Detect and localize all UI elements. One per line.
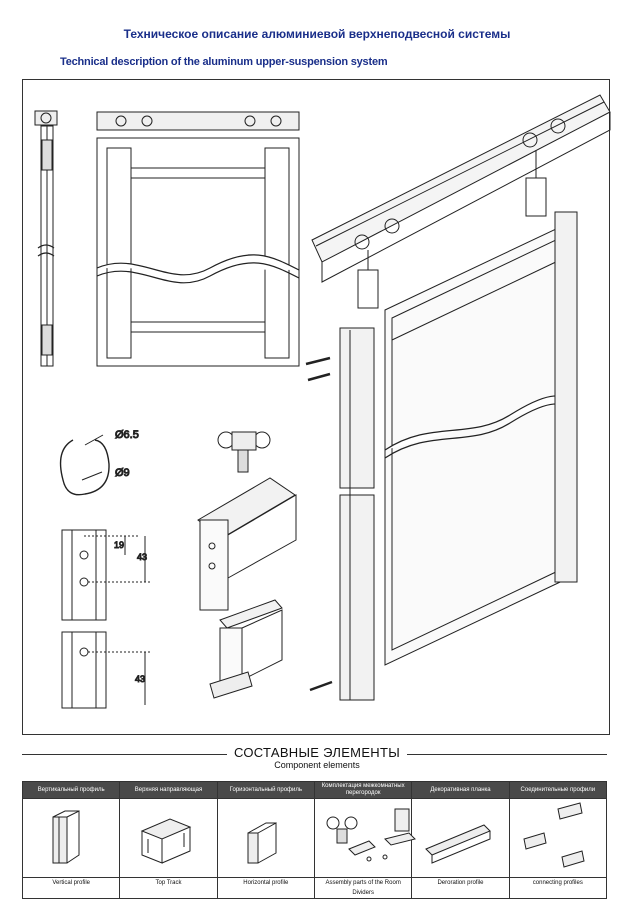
component-header-3: Комплектация межкомнатных перегородок — [313, 781, 413, 799]
components-title-ru: СОСТАВНЫЕ ЭЛЕМЕНТЫ — [233, 745, 401, 760]
horizontal-profile-detail — [209, 599, 283, 699]
component-image-horizontal-profile — [216, 798, 315, 878]
technical-drawing-frame — [22, 79, 610, 735]
page-title-ru: Техническое описание алюминиевой верхнеп… — [123, 27, 511, 41]
top-track-icon — [141, 818, 192, 864]
components-table: Вертикальный профиль Верхняя направляюща… — [21, 781, 608, 899]
dim-spacing-43-b: 43 — [135, 674, 145, 684]
horizontal-profile-icon — [247, 822, 277, 864]
technical-drawing: Ø6.5 Ø9 19 43 43 — [34, 94, 611, 709]
component-header-5: Соединительные профили — [508, 781, 608, 799]
component-image-assembly-parts — [313, 798, 416, 878]
assembly-parts-icon — [326, 808, 416, 862]
component-header-4: Декоративная планка — [411, 781, 510, 799]
dim-spacing-19: 19 — [114, 540, 124, 550]
component-header-1: Верхняя направляющая — [119, 781, 218, 799]
dim-hole-large: Ø6.5 — [115, 429, 139, 441]
connecting-profiles-icon — [523, 802, 585, 868]
profile-hole-detail: Ø6.5 Ø9 — [59, 429, 139, 496]
front-elevation-view — [96, 111, 300, 367]
side-profile-view — [34, 110, 58, 367]
component-image-decoration-profile — [411, 798, 510, 878]
component-caption-4: Deroration profile — [411, 877, 510, 899]
component-caption-1: Top Track — [119, 877, 218, 899]
drilling-spacing-detail-top: 19 43 — [61, 529, 150, 621]
component-caption-0: Vertical profile — [21, 877, 121, 899]
isometric-assembly-view — [305, 94, 611, 701]
component-image-connecting-profiles — [508, 798, 608, 878]
roller-carriage-detail — [217, 431, 271, 473]
component-image-vertical-profile — [21, 798, 121, 878]
section-divider-right — [407, 754, 607, 755]
component-caption-3: Assembly parts of the Room Dividers — [313, 877, 413, 899]
component-image-top-track — [119, 798, 218, 878]
drilling-spacing-detail-bottom: 43 — [61, 631, 150, 709]
vertical-profile-icon — [52, 810, 80, 864]
component-header-2: Горизонтальный профиль — [216, 781, 315, 799]
component-caption-5: connecting profiles — [508, 877, 608, 899]
component-header-0: Вертикальный профиль — [21, 781, 121, 799]
dim-spacing-43-a: 43 — [137, 552, 147, 562]
dim-hole-small: Ø9 — [115, 467, 130, 479]
component-caption-2: Horizontal profile — [216, 877, 315, 899]
decoration-profile-icon — [425, 824, 492, 864]
section-divider-left — [22, 754, 227, 755]
page-title-en: Technical description of the aluminum up… — [60, 56, 388, 68]
components-title-en: Component elements — [274, 760, 360, 770]
corner-bracket-detail — [197, 477, 297, 611]
